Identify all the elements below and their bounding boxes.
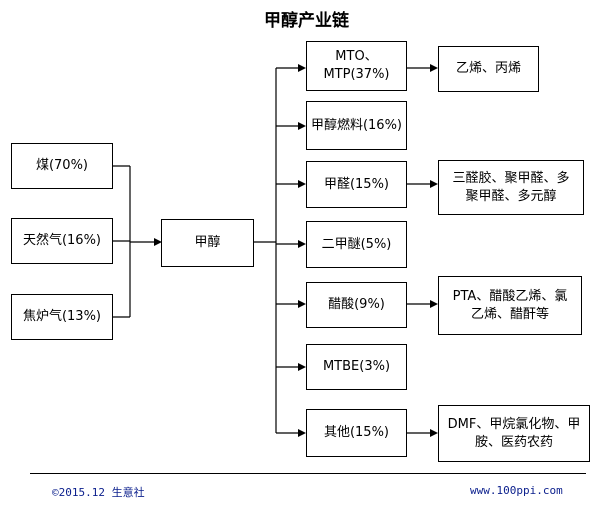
source-label: 天然气(16%) [22, 233, 102, 248]
use-label: 二甲醚(5%) [321, 236, 392, 252]
source-coal: 煤(70%) [11, 143, 113, 189]
source-label: 焦炉气(13%) [22, 309, 102, 324]
use-mtbe: MTBE(3%) [306, 344, 407, 390]
use-label: 其他(15%) [323, 425, 390, 440]
use-mto-mtp: MTO、 MTP(37%) [306, 41, 407, 91]
use-formaldehyde: 甲醛(15%) [306, 161, 407, 208]
use-label: 醋酸(9%) [328, 297, 385, 312]
footer-divider [30, 473, 586, 474]
product-label: PTA、醋酸乙烯、氯 乙烯、醋酐等 [452, 288, 568, 322]
product-label: DMF、甲烷氯化物、甲 胺、医药农药 [447, 416, 581, 450]
use-label: MTO、 MTP(37%) [323, 49, 390, 82]
source-label: 煤(70%) [35, 158, 89, 173]
use-label: 甲醇燃料(16%) [310, 117, 403, 133]
footer-website: www.100ppi.com [470, 484, 563, 497]
use-acetic-acid: 醋酸(9%) [306, 282, 407, 328]
product-label: 三醛胶、聚甲醛、多 聚甲醛、多元醇 [452, 170, 570, 204]
source-coke-oven-gas: 焦炉气(13%) [11, 294, 113, 340]
product-label: 乙烯、丙烯 [455, 61, 521, 76]
use-methanol-fuel: 甲醇燃料(16%) [306, 101, 407, 150]
use-others: 其他(15%) [306, 409, 407, 457]
footer-copyright: ©2015.12 生意社 [52, 486, 145, 499]
product-acetic-acid-derivatives: PTA、醋酸乙烯、氯 乙烯、醋酐等 [438, 276, 582, 335]
product-formaldehyde-derivatives: 三醛胶、聚甲醛、多 聚甲醛、多元醇 [438, 160, 584, 215]
product-olefins: 乙烯、丙烯 [438, 46, 539, 92]
methanol-node: 甲醇 [161, 219, 254, 267]
use-label: 甲醛(15%) [323, 176, 390, 192]
use-label: MTBE(3%) [322, 359, 391, 374]
source-natural-gas: 天然气(16%) [11, 218, 113, 264]
product-other-derivatives: DMF、甲烷氯化物、甲 胺、医药农药 [438, 405, 590, 462]
methanol-label: 甲醇 [194, 235, 221, 250]
diagram-title: 甲醇产业链 [264, 11, 349, 31]
use-dme: 二甲醚(5%) [306, 221, 407, 268]
